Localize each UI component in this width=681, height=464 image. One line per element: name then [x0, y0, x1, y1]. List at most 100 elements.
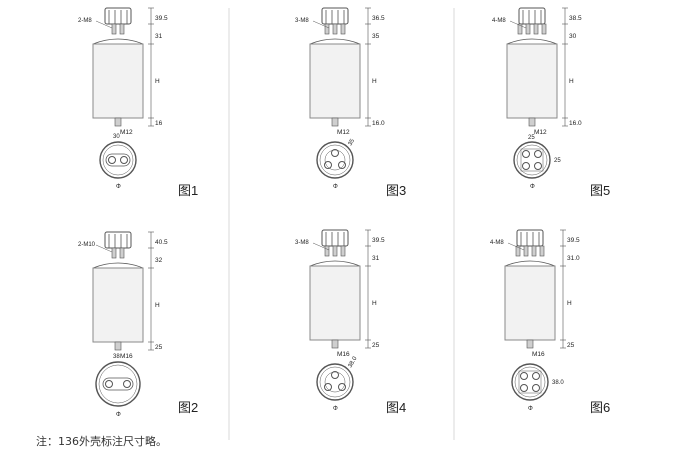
terminal-stud: [541, 23, 547, 35]
base-inner: [319, 144, 351, 176]
terminal-label: 3-M8: [295, 240, 309, 246]
terminal-hole: [338, 383, 346, 391]
bottom-stud: [331, 117, 339, 127]
dim-height: H: [567, 300, 572, 307]
bolt-circle: [324, 149, 346, 171]
terminal-stud: [539, 245, 545, 257]
figure-caption: 图5: [590, 183, 610, 198]
leader-line: [312, 242, 330, 251]
terminal-stud: [332, 245, 338, 257]
terminal-hole: [532, 384, 540, 392]
terminal-label: 2-M10: [78, 242, 96, 248]
terminal-hole: [522, 150, 530, 158]
dim-stud: M16: [120, 353, 133, 360]
terminal-square: [520, 148, 544, 172]
base-dim: 35: [348, 138, 357, 147]
dim-upper: 30: [569, 33, 577, 40]
figure-caption: 图4: [386, 400, 406, 415]
terminal-stud: [517, 23, 523, 35]
dim-lower: 16.0: [569, 120, 582, 127]
terminal-hole: [532, 372, 540, 380]
terminal-stud: [523, 245, 529, 257]
phi-label: Φ: [116, 184, 121, 190]
shoulder: [504, 260, 556, 267]
terminal-hole: [120, 156, 128, 164]
figure-caption: 图1: [178, 183, 198, 198]
base-inner: [98, 364, 138, 404]
dim-height: H: [155, 78, 160, 85]
dim-top: 40.5: [155, 239, 168, 246]
footnote: 注：136外壳标注尺寸略。: [36, 435, 167, 448]
terminal-block: [518, 7, 546, 25]
shoulder: [92, 38, 144, 45]
terminal-label: 4-M8: [490, 240, 504, 246]
dim-lower: 25: [372, 342, 380, 349]
terminal-hole: [324, 383, 332, 391]
terminal-pad: [105, 153, 131, 167]
terminal-hole: [108, 156, 116, 164]
terminal-stud: [340, 245, 346, 257]
phi-label: Φ: [333, 406, 338, 412]
dim-lower: 16: [155, 120, 163, 127]
bottom-stud: [331, 339, 339, 349]
dim-top: 36.5: [372, 15, 385, 22]
terminal-stud: [111, 247, 117, 259]
capacitor-body: [92, 43, 144, 119]
capacitor-body: [92, 267, 144, 343]
terminal-hole: [534, 162, 542, 170]
leader-line: [312, 20, 330, 29]
base-inner: [319, 366, 351, 398]
dim-stud: M12: [120, 129, 133, 136]
dim-top: 39.5: [155, 15, 168, 22]
bottom-stud: [114, 341, 122, 351]
dim-lower: 25: [155, 344, 163, 351]
terminal-stud: [119, 23, 125, 35]
terminal-hole: [123, 380, 131, 388]
terminal-stud: [119, 247, 125, 259]
dim-stud: M12: [534, 129, 547, 136]
dim-height: H: [155, 302, 160, 309]
terminal-stud: [332, 23, 338, 35]
dim-height: H: [372, 78, 377, 85]
base-outline: [95, 361, 141, 407]
dim-upper: 35: [372, 33, 380, 40]
dim-top: 38.5: [569, 15, 582, 22]
capacitor-body: [309, 43, 361, 119]
base-dim-side: 38.0: [552, 380, 564, 386]
terminal-hole: [520, 384, 528, 392]
terminal-stud: [515, 245, 521, 257]
dim-stud: M12: [337, 129, 350, 136]
base-inner: [514, 366, 546, 398]
terminal-label: 2-M8: [78, 18, 92, 24]
terminal-stud: [533, 23, 539, 35]
terminal-label: 4-M8: [492, 18, 506, 24]
base-outline: [316, 363, 354, 401]
base-inner: [516, 144, 548, 176]
dim-upper: 31: [372, 255, 380, 262]
dim-top: 39.5: [567, 237, 580, 244]
capacitor-body: [506, 43, 558, 119]
shoulder: [506, 38, 558, 45]
leader-line: [509, 20, 527, 29]
base-outline: [99, 141, 137, 179]
terminal-hole: [522, 162, 530, 170]
terminal-hole: [324, 161, 332, 169]
terminal-hole: [331, 371, 339, 379]
terminal-label: 3-M8: [295, 18, 309, 24]
terminal-stud: [531, 245, 537, 257]
terminal-square: [518, 370, 542, 394]
terminal-block: [104, 7, 132, 25]
dim-stud: M16: [337, 351, 350, 358]
shoulder: [92, 262, 144, 269]
bottom-stud: [528, 117, 536, 127]
figure-caption: 图3: [386, 183, 406, 198]
bottom-stud: [114, 117, 122, 127]
dim-upper: 31.0: [567, 255, 580, 262]
